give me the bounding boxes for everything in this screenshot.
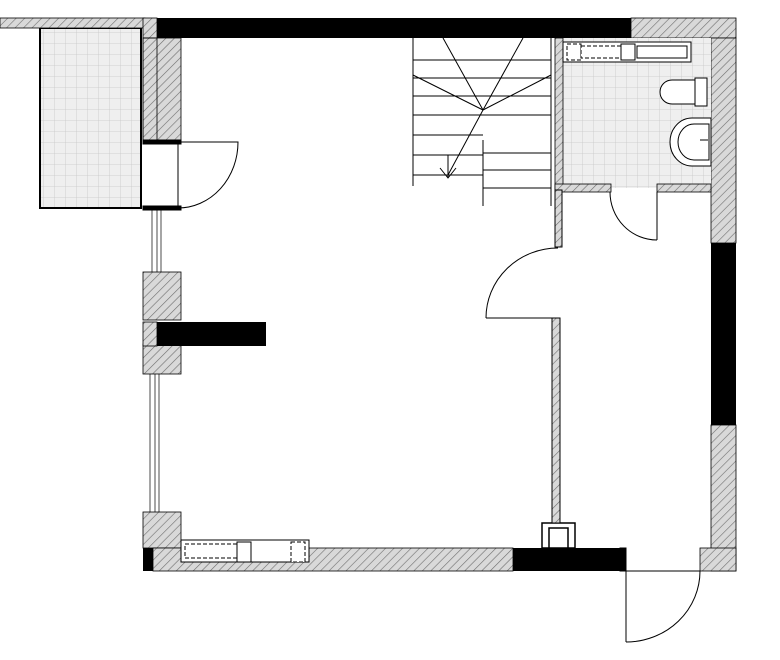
washbasin-icon [669, 117, 712, 167]
left-windows [149, 210, 162, 512]
toilet-icon [659, 77, 708, 107]
bottom-wall [143, 547, 623, 572]
radiator-icon [180, 539, 310, 563]
staircase [412, 37, 555, 206]
hallway-partition [551, 189, 563, 524]
interior-partition-left [143, 322, 266, 346]
top-wall [157, 18, 631, 38]
bathroom-radiator-icon [562, 41, 692, 63]
entrance-door[interactable] [619, 547, 701, 643]
hallway-door[interactable] [485, 247, 559, 319]
bathroom [554, 37, 712, 193]
left-wall [142, 17, 182, 549]
terrace [0, 17, 146, 209]
bathroom-door[interactable] [609, 191, 658, 241]
terrace-door[interactable] [142, 139, 239, 211]
right-wall-solid [711, 243, 736, 425]
right-wall-lower [710, 424, 737, 572]
column [541, 522, 576, 549]
